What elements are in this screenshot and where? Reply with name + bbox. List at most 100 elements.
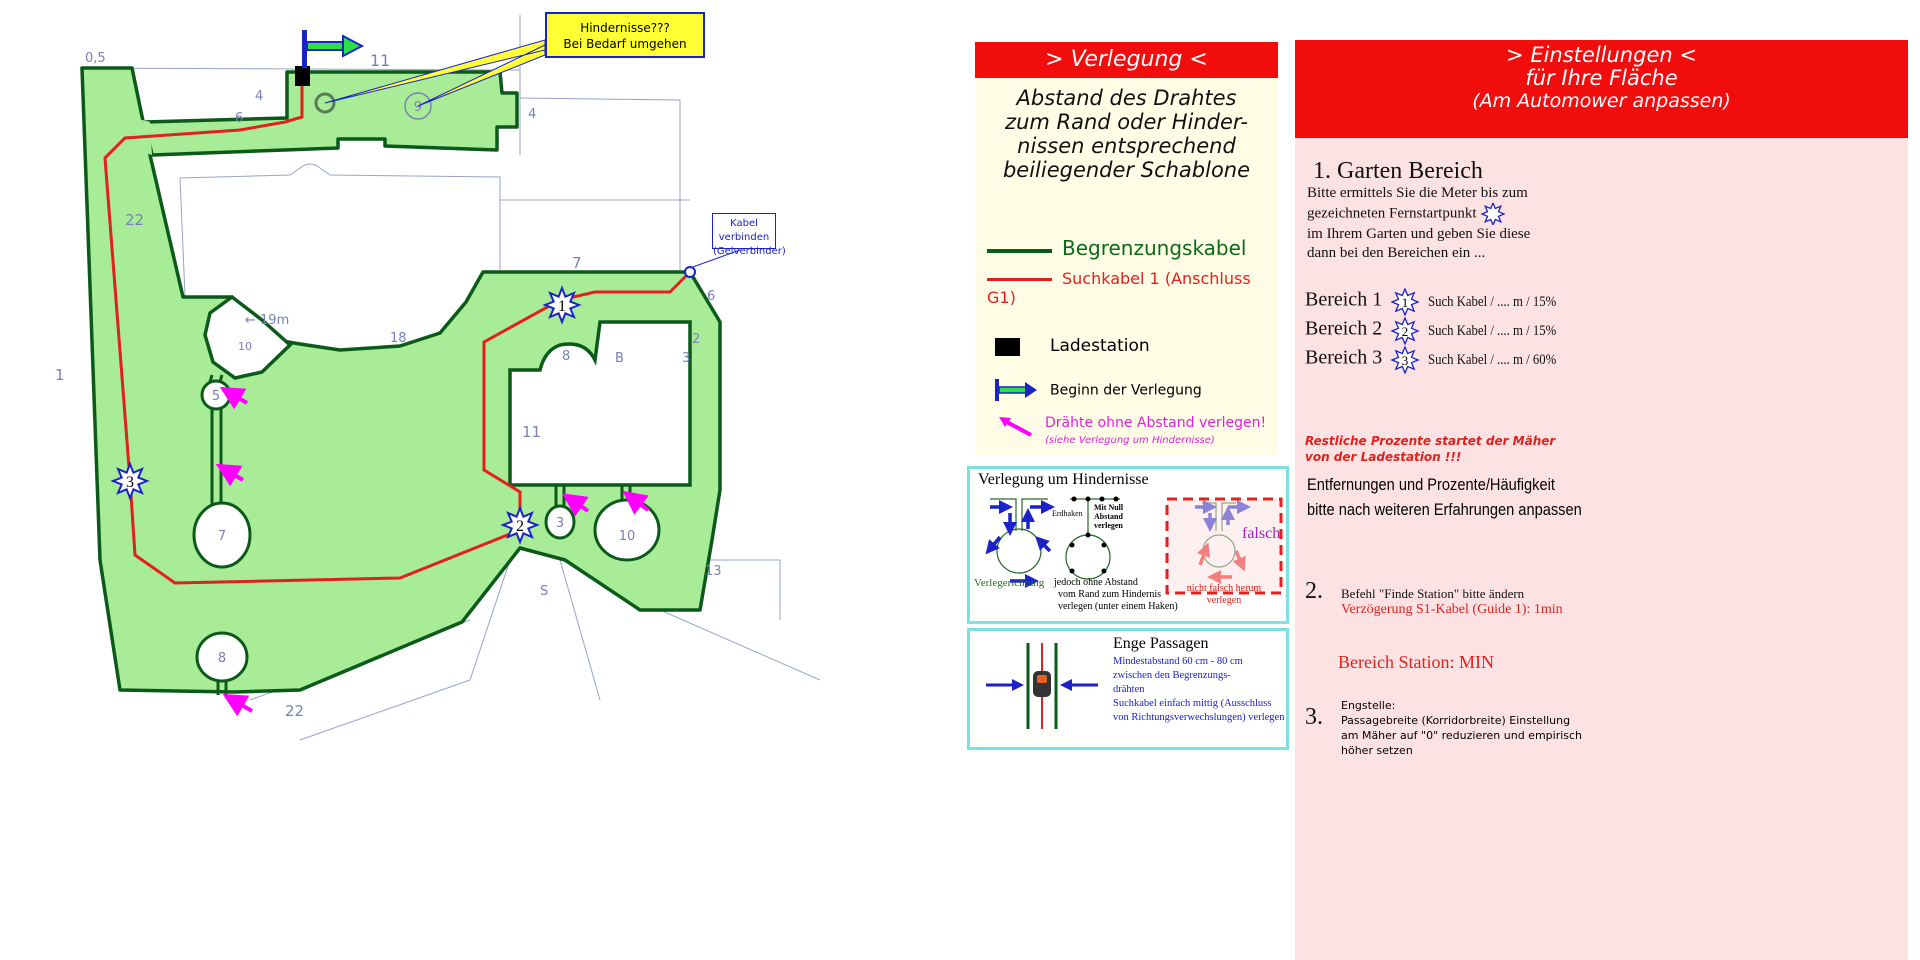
section-1-text: Bitte ermittels Sie die Meter bis zum ge… xyxy=(1307,184,1530,263)
area-row: Bereich 3 3 Such Kabel / .... m / 60% xyxy=(1305,345,1579,375)
passages-box: Enge Passagen Mindestabstand 60 cm - 80 … xyxy=(967,628,1289,750)
measurement-label: 6 xyxy=(235,111,243,126)
patio xyxy=(203,294,293,380)
measurement-label: S xyxy=(540,584,548,599)
area-list: Bereich 1 1 Such Kabel / .... m / 15% Ber… xyxy=(1305,287,1579,375)
note-line: vom Rand zum Hindernis xyxy=(1058,589,1162,600)
no-gap-arrow-icon xyxy=(215,386,650,717)
legend-guide: Suchkabel 1 (Anschluss G1) xyxy=(987,269,1278,307)
einstellungen-title: > Einstellungen < für Ihre Fläche (Am Au… xyxy=(1295,40,1908,138)
station-area-setting: Bereich Station: MIN xyxy=(1338,652,1494,672)
area-label: Bereich 1 xyxy=(1305,288,1383,311)
passage-line: Mindestabstand 60 cm - 80 cm xyxy=(1113,656,1243,667)
obstacle-number: 9 xyxy=(414,100,422,115)
description-line: zum Rand oder Hinder- xyxy=(1005,110,1248,134)
mower-icon xyxy=(1033,671,1051,697)
callout-line: Kabel verbinden xyxy=(718,218,770,243)
passage-diagram xyxy=(986,643,1098,729)
measurement-label: 22 xyxy=(285,702,304,720)
obstacle-number: 3 xyxy=(556,516,564,531)
text-line: Engstelle: xyxy=(1341,699,1396,712)
note-line: von der Ladestation !!! xyxy=(1305,450,1462,464)
legend-label: Suchkabel 1 (Anschluss G1) xyxy=(987,269,1251,307)
direction-label: Verlegerichtung xyxy=(974,577,1045,589)
star-number: 3 xyxy=(126,474,134,491)
callout-line: Bei Bedarf umgehen xyxy=(563,37,687,51)
rest-note: Restliche Prozente startet der Mäher von… xyxy=(1305,433,1555,465)
note-line: verlegen xyxy=(1206,595,1242,606)
guide-delay-setting: Verzögerung S1-Kabel (Guide 1): 1min xyxy=(1341,602,1563,617)
area-value: Such Kabel / .... m / 15% xyxy=(1428,293,1557,310)
area-value: Such Kabel / .... m / 60% xyxy=(1428,351,1557,368)
passage-line: Suchkabel einfach mittig (Ausschluss xyxy=(1113,698,1272,709)
no-gap-arrow-icon xyxy=(999,417,1032,437)
star-icon xyxy=(542,285,582,325)
charging-station-icon xyxy=(995,337,1020,356)
star-number: 1 xyxy=(1402,295,1409,310)
star-icon xyxy=(500,505,540,545)
legend-station: Ladestation xyxy=(995,336,1150,356)
measurement-label: 4 xyxy=(528,107,536,122)
measurement-label: ← 19m xyxy=(245,313,289,328)
note-line: jedoch ohne Abstand xyxy=(1054,577,1138,588)
verlegung-title: > Verlegung < xyxy=(975,42,1278,78)
obstacle-number: 7 xyxy=(218,529,226,544)
measurement-label: 6 xyxy=(707,289,715,304)
section-3-text: Engstelle: Passagebreite (Korridorbreite… xyxy=(1341,698,1582,758)
section-2-number: 2. xyxy=(1305,578,1323,604)
measurement-label: 7 xyxy=(572,254,582,272)
measurement-label: 3 xyxy=(682,351,690,366)
obstacle-number: 8 xyxy=(218,651,226,666)
hook-label: Erdhaken xyxy=(1052,509,1083,518)
star-number: 3 xyxy=(1402,353,1409,368)
zero-gap-line: Mit Null xyxy=(1094,503,1124,512)
section-3-number: 3. xyxy=(1305,704,1323,730)
note-line: bitte nach weiteren Erfahrungen anpassen xyxy=(1307,500,1582,519)
legend-no-gap: Drähte ohne Abstand verlegen! (siehe Ver… xyxy=(997,415,1266,447)
legend-start: Beginn der Verlegung xyxy=(995,379,1202,401)
passage-line: drähten xyxy=(1113,684,1145,695)
obstacles-box: Verlegung um Hindernisse Verlegerichtung… xyxy=(967,466,1289,624)
note-line: nicht falsch herum xyxy=(1186,583,1262,594)
measurement-label: 11 xyxy=(370,51,390,70)
area-star-3: 3 xyxy=(110,461,150,501)
text-line: am Mäher auf "0" reduzieren und empirisc… xyxy=(1341,729,1583,742)
area-value: Such Kabel / .... m / 15% xyxy=(1428,322,1557,339)
legend-label: Ladestation xyxy=(1050,336,1150,356)
wrong-label: falsch xyxy=(1242,525,1281,542)
area-label: Bereich 2 xyxy=(1305,317,1383,340)
building xyxy=(508,320,692,487)
area-star-1: 1 xyxy=(542,285,582,325)
star-number: 2 xyxy=(1402,324,1409,339)
section-1-heading: 1. Garten Bereich xyxy=(1313,158,1483,184)
measurement-label: 13 xyxy=(705,564,722,579)
legend-label: Begrenzungskabel xyxy=(1062,236,1247,260)
description-line: nissen entsprechend xyxy=(1017,134,1236,158)
text-line: dann bei den Bereichen ein ... xyxy=(1307,245,1486,261)
description-line: Abstand des Drahtes xyxy=(1016,86,1237,110)
measurement-label: 0,5 xyxy=(85,51,106,66)
measurement-label: 4 xyxy=(255,89,263,104)
title-line: für Ihre Fläche xyxy=(1525,66,1678,90)
title-line: (Am Automower anpassen) xyxy=(1472,90,1731,112)
note-line: verlegen (unter einem Haken) xyxy=(1058,601,1178,612)
zero-gap-line: verlegen xyxy=(1094,521,1123,530)
passage-line: von Richtungsverwechslungen) verlegen xyxy=(1113,712,1285,723)
wrong-note: nicht falsch herum verlegen xyxy=(1166,583,1282,607)
callout-line: Hindernisse??? xyxy=(580,21,670,35)
guide-line-icon xyxy=(987,278,1052,281)
boundary-line-icon xyxy=(987,248,1052,253)
measurement-label: 8 xyxy=(562,349,570,364)
passages-text: Mindestabstand 60 cm - 80 cm zwischen de… xyxy=(1113,655,1284,725)
star-number: 2 xyxy=(516,518,524,535)
text-line: gezeichneten Fernstartpunkt xyxy=(1307,205,1477,222)
section-2-text: Befehl "Finde Station" bitte ändern xyxy=(1341,586,1525,601)
star-icon xyxy=(110,461,150,501)
legend-note: (siehe Verlegung um Hindernisse) xyxy=(1045,435,1215,446)
einstellungen-panel: > Einstellungen < für Ihre Fläche (Am Au… xyxy=(1295,40,1908,960)
area-label: Bereich 3 xyxy=(1305,346,1383,369)
charging-station-icon xyxy=(295,66,310,86)
text-line: Passagebreite (Korridorbreite) Einstellu… xyxy=(1341,714,1571,727)
connector-icon xyxy=(684,266,696,278)
obstacles-callout: Hindernisse??? Bei Bedarf umgehen xyxy=(545,12,705,58)
